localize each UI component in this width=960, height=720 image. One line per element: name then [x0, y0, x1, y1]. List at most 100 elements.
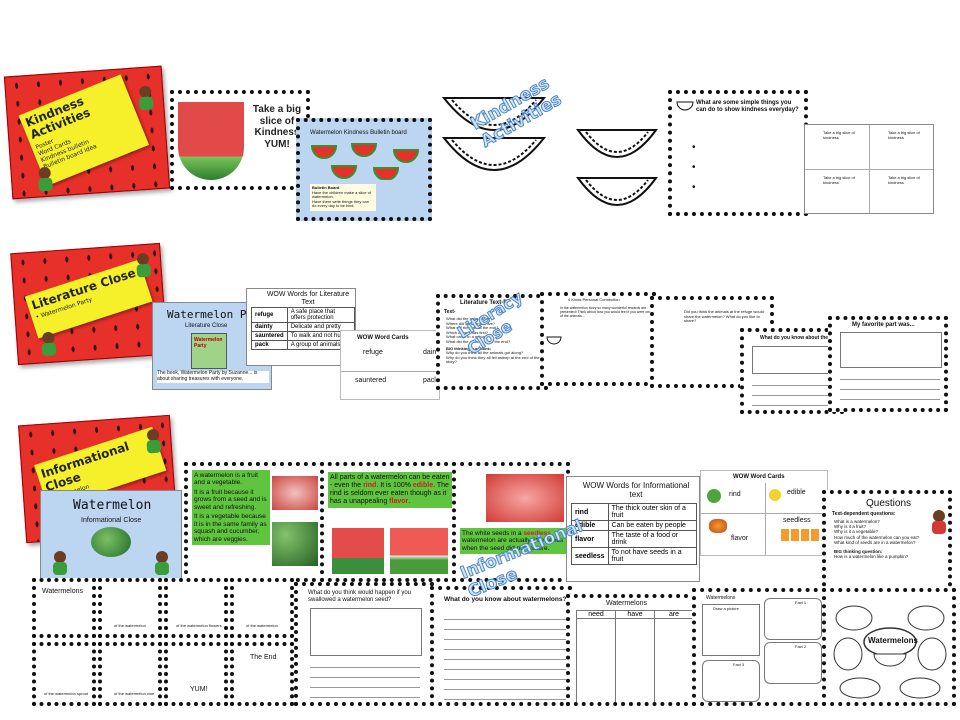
- watermelon-outline-sheet: [576, 129, 658, 206]
- writing-lines: [444, 610, 566, 700]
- literature-prompt: Did you think the animals at the refuge …: [684, 309, 764, 324]
- kindness-card: Take a big slice of kindness: [805, 170, 870, 213]
- literature-word-cards-title: WOW Word Cards: [357, 335, 409, 341]
- booklet-page: of the watermelon: [230, 578, 294, 638]
- slices-photo: [390, 528, 448, 574]
- chart-title: Watermelons: [606, 600, 647, 607]
- bubble: [833, 637, 863, 671]
- informational-questions-label: Text-dependent questions:: [832, 511, 896, 517]
- smile-icon: [769, 489, 781, 501]
- kindness-card-grid: Take a big slice of kindness Take a big …: [804, 124, 934, 214]
- informational-know-title: What do you know about watermelons?: [444, 596, 567, 603]
- literature-know-title: What do you know about the s: [760, 335, 833, 341]
- booklet-page: of the watermelon flowers: [164, 578, 228, 638]
- word-card: seedless: [783, 517, 811, 524]
- swallow-question: What do you think would happen if you sw…: [308, 590, 412, 603]
- informational-close-subtitle: Informational Close: [81, 517, 142, 524]
- literature-connection-sheet: 4 Kinds Personal Connection In the water…: [540, 292, 656, 386]
- word-card-divider: [765, 483, 766, 555]
- kindness-question: What are some simple things you can do t…: [696, 100, 799, 113]
- literature-wow-title: WOW Words for Literature Text: [266, 291, 350, 307]
- poster-caption: Take a big slice of Kindness YUM!: [252, 104, 302, 150]
- word-card-divider: [341, 371, 439, 372]
- booklet-page: YUM!: [164, 642, 228, 706]
- slice-outline: [873, 653, 907, 667]
- drawing-box: [840, 332, 942, 368]
- slice-outline: [576, 129, 658, 158]
- facts1-text: A watermelon is a fruit and a vegetable.…: [192, 470, 270, 546]
- informational-chart-sheet: Watermelons need have are: [566, 594, 696, 706]
- word-card: rind: [729, 491, 741, 498]
- chart-columns: need have are: [576, 610, 692, 702]
- watermelon-icon: [707, 489, 721, 503]
- bullet-dots: •••: [692, 142, 696, 193]
- book-cover: Watermelon Party: [191, 333, 227, 369]
- chart-column: need: [577, 611, 616, 702]
- informational-word-cards: WOW Word Cards rind edible flavor seedle…: [700, 470, 828, 556]
- informational-know-sheet: What do you know about watermelons?: [430, 586, 572, 706]
- booklet-page: of the watermelon vine: [98, 642, 162, 706]
- web-title: Watermelons: [868, 636, 918, 645]
- bubble: [907, 605, 945, 631]
- watermelons-photo: [272, 522, 318, 566]
- kindness-question-sheet: What are some simple things you can do t…: [668, 90, 808, 216]
- facts-sheet-title: Watermelons: [706, 595, 736, 601]
- seeds-photo: [272, 476, 318, 510]
- word-card: refuge: [363, 349, 383, 356]
- kid-icon: [153, 551, 171, 577]
- informational-word-cards-title: WOW Word Cards: [733, 474, 785, 480]
- writing-lines: [840, 370, 940, 408]
- kindness-bulletin: Watermelon Kindness Bulletin board Bulle…: [296, 118, 432, 221]
- literature-sticky: Literature Close • Watermelon Party: [24, 259, 153, 339]
- informational-booklet: Watermelons of the watermelon of the wat…: [32, 578, 296, 710]
- literature-connection-title: 4 Kinds Personal Connection: [568, 297, 620, 302]
- literature-connection-text: In the watermelon story so many wonderfu…: [560, 306, 652, 319]
- informational-close-card: Watermelon Informational Close: [40, 490, 182, 582]
- food-icon: [781, 529, 821, 541]
- informational-web-sheet: Watermelons: [822, 588, 956, 706]
- booklet-page: of the watermelon sprout: [32, 642, 96, 706]
- food-icon: [709, 519, 727, 533]
- informational-wow-title: WOW Words for Informational text: [582, 481, 690, 500]
- word-card-divider: [701, 513, 827, 514]
- fact-box: Fact 3: [702, 660, 760, 702]
- bubble: [917, 637, 947, 671]
- bulletin-note: Bulletin Board Have the children make a …: [310, 184, 376, 211]
- informational-facts-sheet: Watermelons Draw a picture Fact 1 Fact 2…: [692, 588, 826, 706]
- literature-favorite-sheet: My favorite part was...: [828, 316, 948, 412]
- chart-column: are: [655, 611, 692, 702]
- slice-icons: [310, 143, 420, 180]
- kid-icon: [51, 551, 69, 577]
- slice-outline: [441, 137, 547, 171]
- word-card: daint: [423, 349, 439, 356]
- writing-lines: [752, 376, 836, 406]
- kindness-poster: Take a big slice of Kindness YUM!: [170, 90, 310, 190]
- informational-questions-list: What is a watermelon? Why is it a fruit?…: [834, 519, 920, 560]
- slice-outline: [441, 97, 547, 131]
- informational-facts1: A watermelon is a fruit and a vegetable.…: [184, 462, 324, 582]
- literature-favorite-title: My favorite part was...: [852, 322, 915, 328]
- slice-outline: [576, 177, 658, 206]
- word-card: flavor: [731, 535, 749, 542]
- kindness-title-card: Kindness Activities Poster Word Cards Ki…: [3, 65, 171, 200]
- drawing-box: [310, 608, 422, 656]
- literature-close-text: The book, Watermelon Party by Suzanne...…: [157, 370, 269, 383]
- writing-lines: [310, 658, 420, 698]
- kindness-card: Take a big slice of kindness: [805, 125, 870, 170]
- kid-icon: [134, 252, 154, 280]
- bulletin-title: Watermelon Kindness Bulletin board: [310, 130, 407, 136]
- booklet-page: The End: [230, 642, 294, 706]
- informational-questions-sheet: Questions Text-dependent questions: What…: [822, 490, 952, 594]
- kid-icon: [930, 510, 948, 536]
- literature-questions-title: Literature Text-D: [460, 300, 508, 306]
- seedless-photo: [486, 474, 564, 522]
- watermelon-photo: [178, 102, 244, 180]
- literature-questions-list: What did the animals like? Where did the…: [446, 316, 540, 365]
